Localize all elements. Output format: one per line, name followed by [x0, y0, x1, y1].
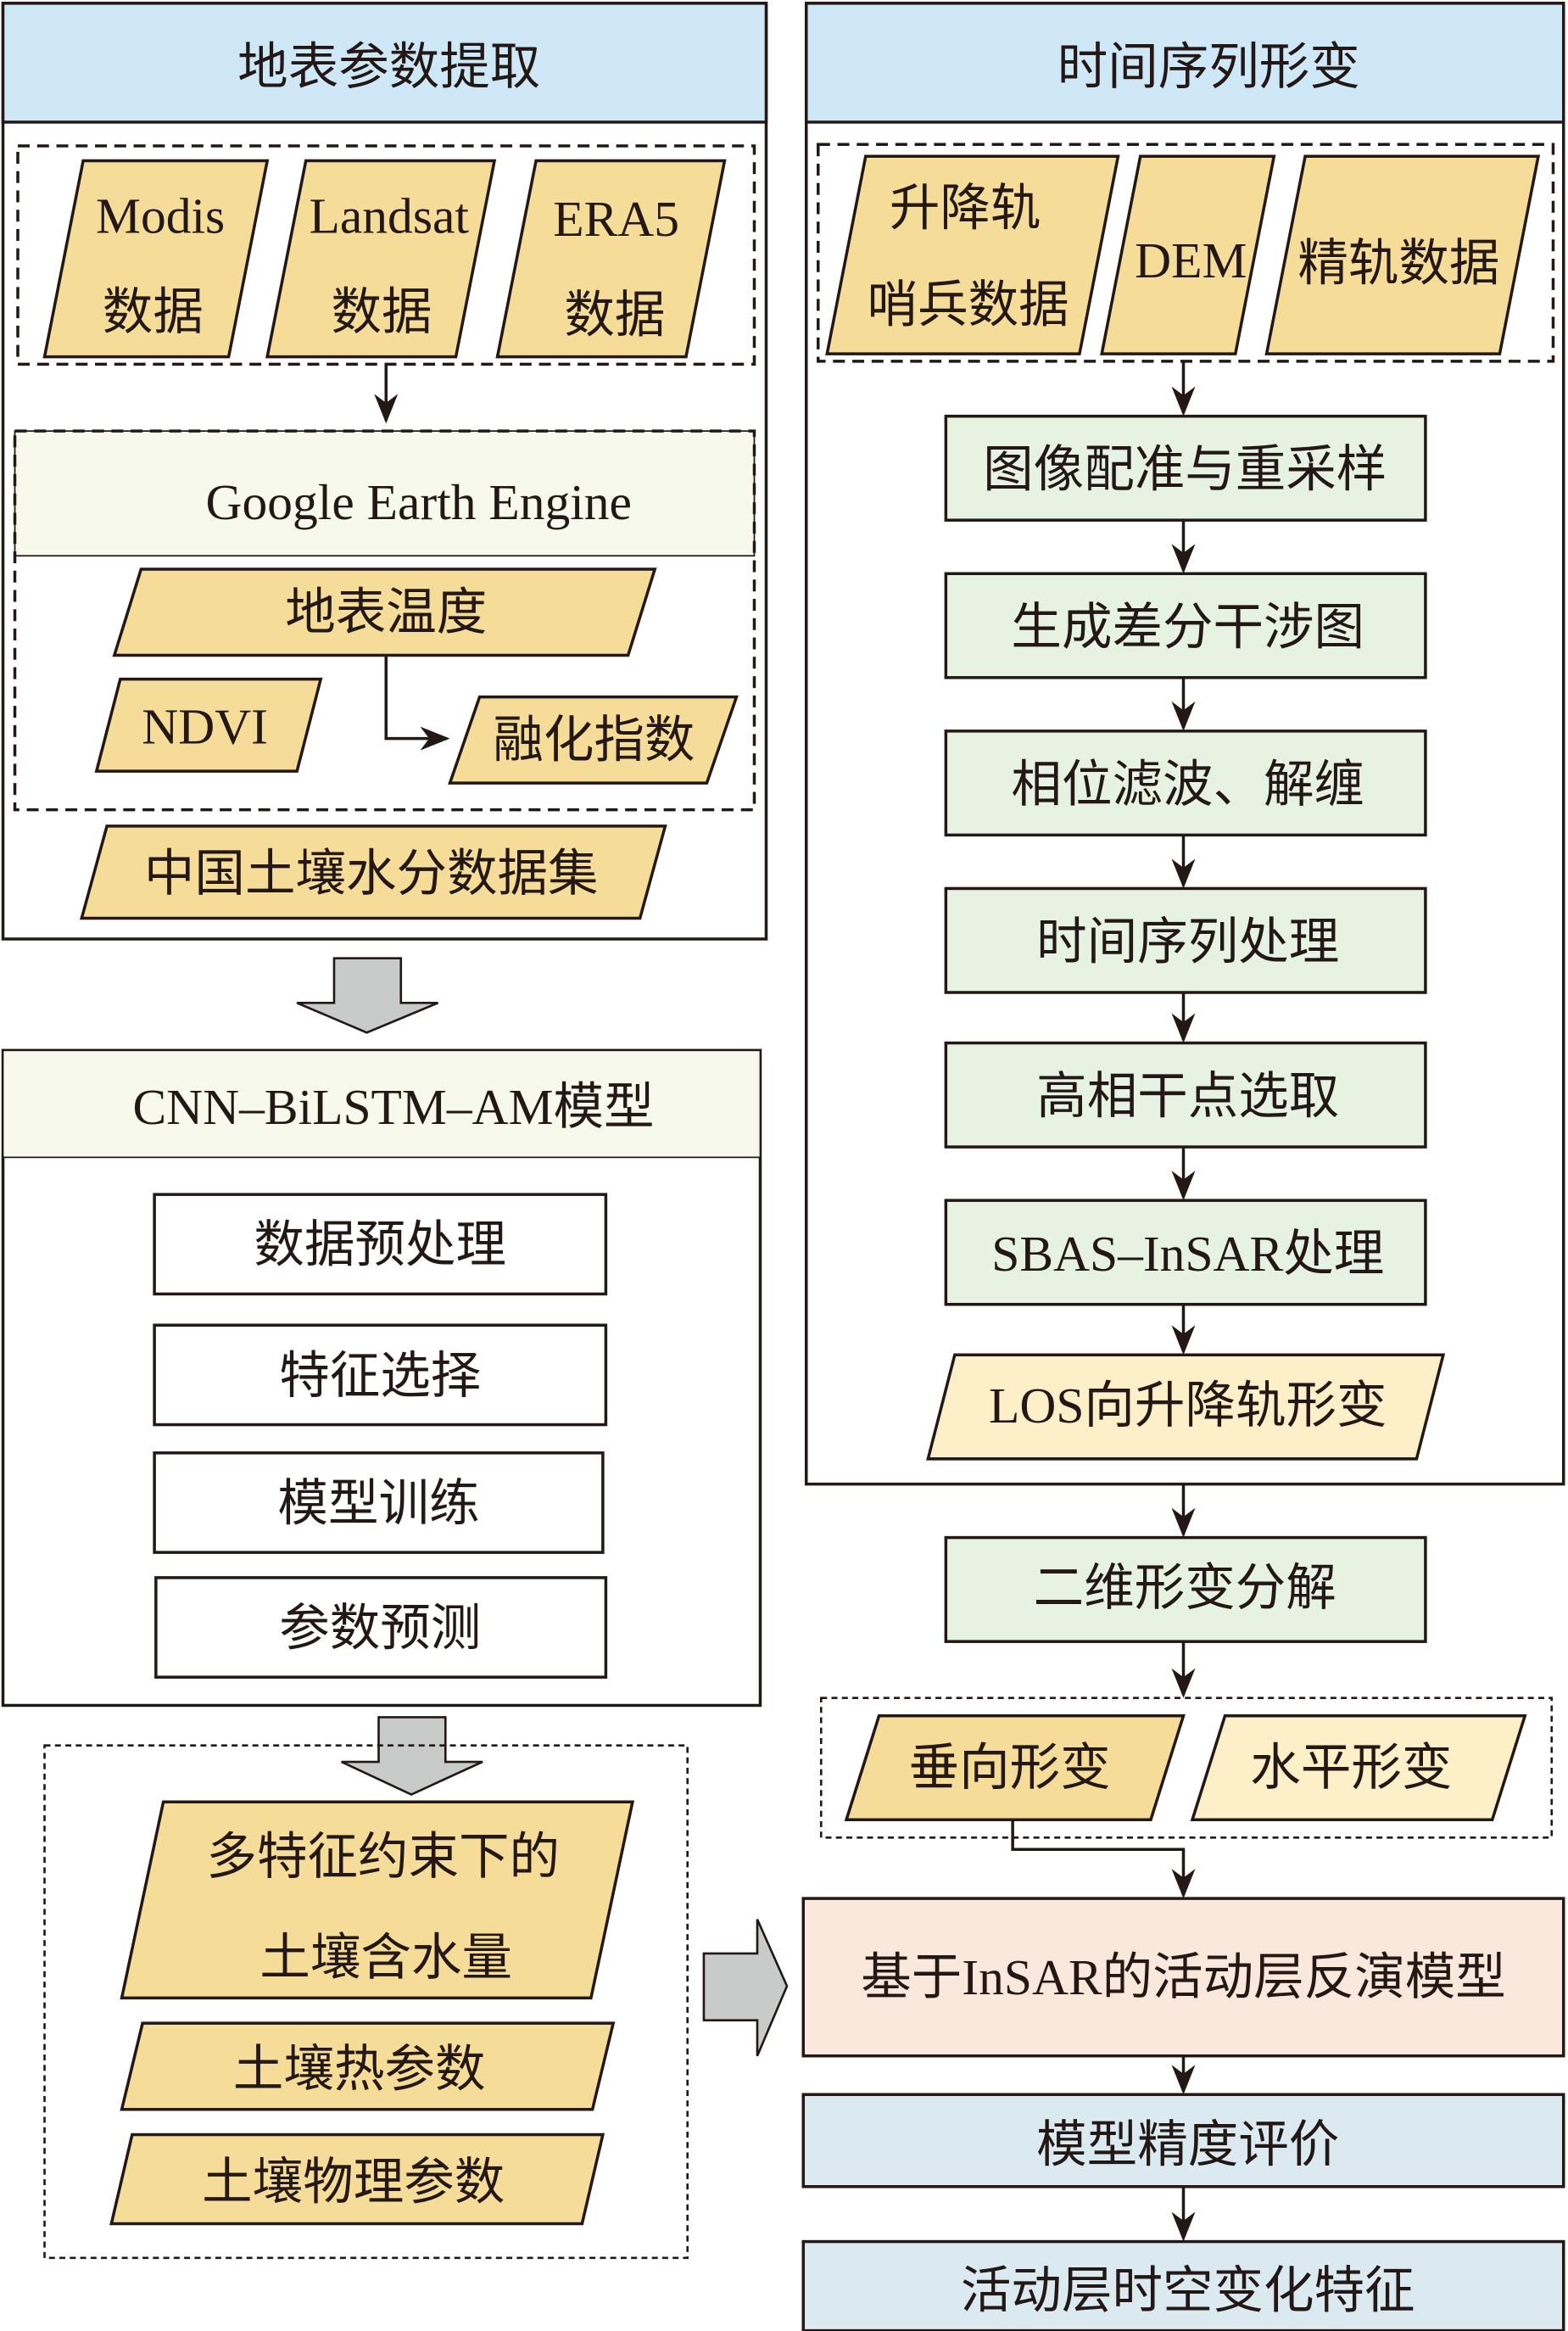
node-label: ERA5 [553, 191, 679, 247]
input-sentinel: 升降轨 哨兵数据 [825, 154, 1120, 355]
step-training: 模型训练 [153, 1451, 605, 1554]
node-label: 精轨数据 [1297, 235, 1499, 291]
source-landsat: Landsat 数据 [265, 159, 497, 359]
node-label: DEM [1135, 232, 1247, 288]
node-label: 图像配准与重采样 [983, 442, 1387, 498]
spatiotemporal-characteristics: 活动层时空变化特征 [801, 2239, 1565, 2331]
inversion-model: 基于InSAR的活动层反演模型 [801, 1897, 1565, 2058]
node-label: 地表温度 [285, 584, 487, 640]
node-label: 特征选择 [279, 1348, 481, 1404]
node-label: 垂向形变 [909, 1740, 1111, 1796]
step-preprocess: 数据预处理 [153, 1193, 608, 1296]
los-deformation: LOS向升降轨形变 [926, 1353, 1446, 1461]
product-lst: 地表温度 [112, 567, 657, 657]
node-label: 中国土壤水分数据集 [144, 846, 599, 902]
platform-label: Google Earth Engine [206, 474, 632, 530]
node-label: 生成差分干涉图 [1011, 599, 1364, 655]
node-label: Landsat [310, 187, 470, 243]
node-label: 土壤物理参数 [202, 2155, 505, 2211]
soil-moisture-dataset: 中国土壤水分数据集 [80, 825, 667, 920]
step-filter-unwrap: 相位滤波、解缠 [944, 729, 1427, 837]
node-label: 数据 [564, 288, 665, 344]
connector-arrow-icon [1011, 1820, 1196, 1899]
node-label: 参数预测 [279, 1600, 481, 1656]
node-label: 基于InSAR的活动层反演模型 [861, 1949, 1506, 2005]
step-coregistration: 图像配准与重采样 [944, 414, 1427, 522]
node-label: 水平形变 [1250, 1740, 1452, 1796]
node-label: 二维形变分解 [1034, 1560, 1336, 1616]
node-label: LOS向升降轨形变 [989, 1378, 1387, 1434]
node-label: 哨兵数据 [868, 277, 1069, 333]
surface-parameter-panel: 地表参数提取 Modis 数据 Landsat 数据 ERA5 数据 Googl… [1, 2, 768, 941]
output-physical: 土壤物理参数 [109, 2133, 605, 2226]
node-label: 土壤含水量 [259, 1930, 512, 1986]
node-label: 土壤热参数 [233, 2041, 486, 2097]
step-prediction: 参数预测 [154, 1576, 608, 1679]
panel-title: 时间序列形变 [1057, 39, 1360, 95]
node-label: 模型精度评价 [1036, 2117, 1339, 2173]
input-dem: DEM [1100, 154, 1276, 355]
step-coherent-points: 高相干点选取 [944, 1041, 1427, 1149]
node-label: Modis [96, 187, 225, 243]
step-sbas-insar: SBAS–InSAR处理 [944, 1199, 1427, 1306]
node-label: 融化指数 [493, 712, 695, 768]
2d-decomposition: 二维形变分解 [944, 1535, 1427, 1643]
node-label: 多特征约束下的 [206, 1829, 560, 1885]
source-modis: Modis 数据 [42, 159, 270, 359]
product-ndvi: NDVI [94, 677, 323, 773]
node-label: 高相干点选取 [1036, 1069, 1339, 1125]
input-orbit: 精轨数据 [1264, 154, 1541, 355]
model-panel: CNN–BiLSTM–AM模型 数据预处理 特征选择 模型训练 参数预测 [1, 1048, 762, 1708]
source-era5: ERA5 数据 [495, 159, 727, 359]
node-label: NDVI [142, 699, 268, 755]
connector-arrow-icon [384, 655, 450, 751]
step-time-series: 时间序列处理 [944, 886, 1427, 994]
step-interferogram: 生成差分干涉图 [944, 572, 1427, 679]
node-label: 时间序列处理 [1036, 914, 1339, 970]
horizontal-deformation: 水平形变 [1190, 1713, 1527, 1822]
gee-band [14, 430, 756, 557]
big-arrow-down-icon [296, 957, 439, 1034]
node-label: 数据 [331, 284, 432, 340]
node-label: 相位滤波、解缠 [1011, 757, 1364, 813]
time-series-panel: 时间序列形变 升降轨 哨兵数据 DEM 精轨数据 图像配准与重采样 生成差分干涉… [805, 2, 1565, 1486]
node-label: 升降轨 [890, 181, 1041, 237]
node-label: 模型训练 [277, 1475, 479, 1531]
node-label: SBAS–InSAR处理 [991, 1226, 1384, 1282]
step-feature-selection: 特征选择 [153, 1323, 608, 1427]
output-thermal: 土壤热参数 [120, 2021, 616, 2111]
node-label: 活动层时空变化特征 [961, 2262, 1415, 2318]
node-label: 数据预处理 [254, 1217, 506, 1273]
big-arrow-down-icon [341, 1716, 483, 1796]
big-arrow-right-icon [702, 1919, 789, 2057]
vertical-deformation: 垂向形变 [844, 1713, 1186, 1822]
accuracy-evaluation: 模型精度评价 [801, 2093, 1565, 2188]
node-label: 数据 [103, 284, 204, 340]
model-outputs: 多特征约束下的 土壤含水量 土壤热参数 土壤物理参数 [43, 1744, 689, 2260]
model-title: CNN–BiLSTM–AM模型 [132, 1079, 654, 1135]
product-thaw-index: 融化指数 [448, 695, 739, 785]
panel-title: 地表参数提取 [237, 39, 540, 95]
output-soil-water: 多特征约束下的 土壤含水量 [120, 1800, 635, 2000]
